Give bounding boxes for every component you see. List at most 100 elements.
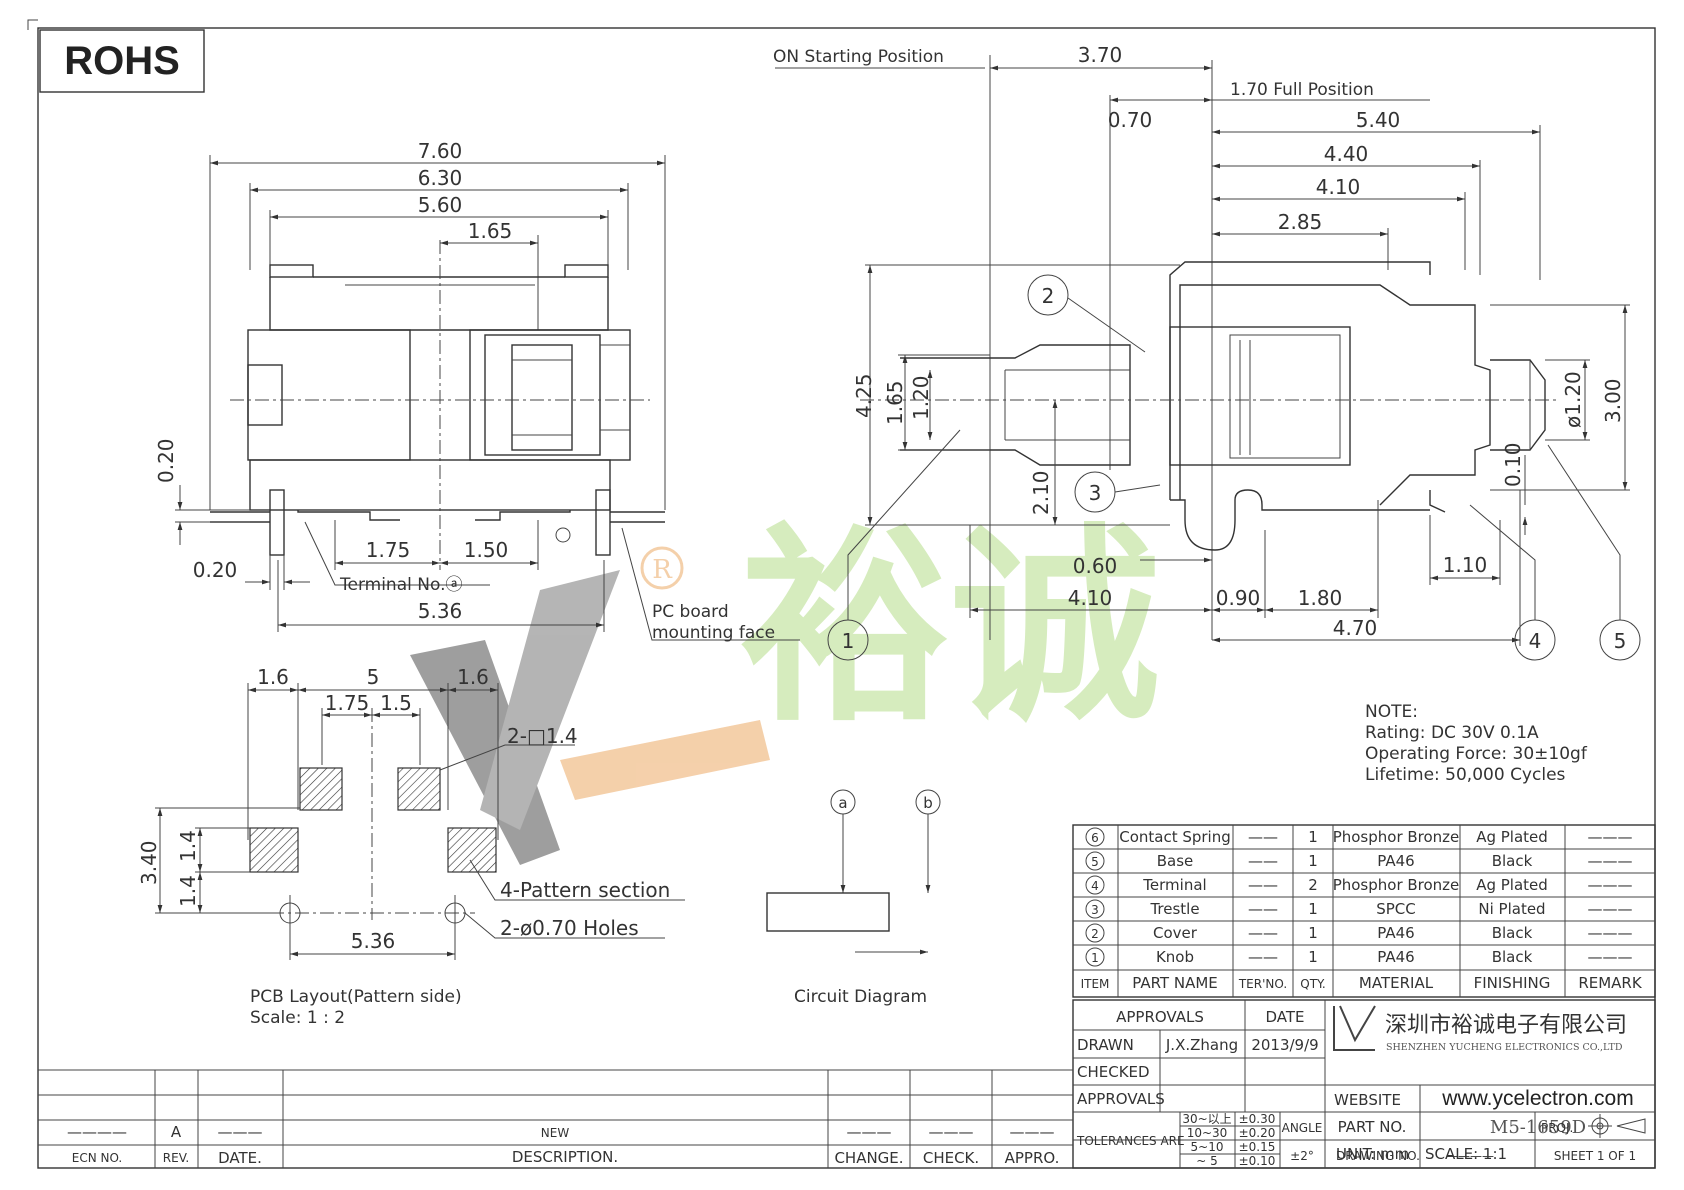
- bom-finishing: Ag Plated: [1476, 876, 1548, 894]
- tb-approvals: APPROVALS: [1116, 1008, 1204, 1026]
- bom-ter: ——: [1248, 900, 1278, 918]
- pc-board-label: PC board: [652, 602, 729, 622]
- note-life: Lifetime: 50,000 Cycles: [1365, 765, 1566, 785]
- circuit-terminal-a: a: [838, 794, 847, 812]
- full-position-label: 1.70 Full Position: [1230, 80, 1374, 100]
- dim-020-h: 0.20: [193, 558, 238, 582]
- dim-210: 2.10: [1029, 470, 1053, 515]
- bom-ter: ——: [1248, 852, 1278, 870]
- pcb-dim-536: 5.36: [351, 929, 396, 953]
- tb-approvals-2: APPROVALS: [1077, 1090, 1165, 1108]
- dim-536: 5.36: [418, 599, 463, 623]
- revision-block-grid: [38, 1069, 1073, 1168]
- tol-range-2: 10~30: [1187, 1126, 1228, 1140]
- bom-qty: 1: [1308, 900, 1318, 918]
- bom-material: PA46: [1377, 924, 1414, 942]
- dim-440: 4.40: [1324, 142, 1369, 166]
- circuit-diagram: [766, 789, 941, 955]
- note-head: NOTE:: [1365, 702, 1418, 722]
- bom-head-material: MATERIAL: [1359, 974, 1434, 992]
- bom-name: Knob: [1156, 948, 1194, 966]
- tb-tolerances: TOLERANCES ARE: [1076, 1134, 1185, 1148]
- bom-item: 4: [1091, 879, 1099, 893]
- dim-285: 2.85: [1278, 210, 1323, 234]
- bom-rows: 6 Contact Spring —— 1 Phosphor Bronze Ag…: [1081, 827, 1643, 992]
- note-force: Operating Force: 30±10gf: [1365, 744, 1588, 764]
- bom-material: Phosphor Bronze: [1333, 828, 1460, 846]
- dim-560: 5.60: [418, 193, 463, 217]
- tb-website-label: WEBSITE: [1334, 1091, 1401, 1109]
- bom-row-4: 4 Terminal —— 2 Phosphor Bronze Ag Plate…: [1085, 875, 1633, 895]
- tb-unit: UNIT: mm: [1336, 1145, 1409, 1163]
- mounting-face-label: mounting face: [652, 623, 775, 643]
- bom-material: SPCC: [1376, 900, 1416, 918]
- bom-header: ITEM PART NAME TER'NO. QTY. MATERIAL FIN…: [1081, 974, 1643, 992]
- tb-scale: SCALE: 1:1: [1425, 1145, 1507, 1163]
- bom-item: 3: [1091, 903, 1099, 917]
- pcb-layout: [155, 683, 685, 960]
- bom-remark: ———: [1588, 876, 1633, 894]
- rohs-badge: [39, 29, 205, 93]
- bom-remark: ———: [1588, 948, 1633, 966]
- tol-value-4: ±0.10: [1239, 1154, 1276, 1168]
- bom-finishing: Black: [1492, 948, 1533, 966]
- bom-remark: ———: [1588, 852, 1633, 870]
- bom-qty: 1: [1308, 924, 1318, 942]
- rev-change-value: ———: [847, 1123, 892, 1141]
- dim-165-side: 1.65: [883, 380, 907, 425]
- rev-appro-value: ———: [1010, 1123, 1055, 1141]
- dim-110: 1.10: [1443, 553, 1488, 577]
- tb-drawn-by: J.X.Zhang: [1165, 1036, 1238, 1054]
- rev-ecn-value: ————: [67, 1123, 127, 1141]
- tb-drawing-no: DRAWING NO.: [1336, 1149, 1420, 1163]
- pcb-layout-title: PCB Layout(Pattern side): [250, 987, 462, 1007]
- bom-ter: ——: [1248, 948, 1278, 966]
- bom-finishing: Black: [1492, 924, 1533, 942]
- dim-090: 0.90: [1216, 586, 1261, 610]
- bom-head-remark: REMARK: [1578, 974, 1643, 992]
- bom-remark: ———: [1588, 900, 1633, 918]
- tb-website: www.ycelectron.com: [1441, 1087, 1633, 1110]
- rev-rev-value: A: [171, 1123, 182, 1141]
- tol-range-1: 30~以上: [1182, 1112, 1231, 1126]
- bom-head-item: ITEM: [1081, 977, 1110, 991]
- tb-drawn: DRAWN: [1077, 1036, 1134, 1054]
- pcb-dim-14-b: 1.4: [176, 875, 200, 907]
- tb-part-no: M5-1659D: [1490, 1117, 1586, 1138]
- pcb-dim-175: 1.75: [325, 691, 370, 715]
- bom-name: Trestle: [1149, 900, 1199, 918]
- dim-540: 5.40: [1356, 108, 1401, 132]
- bom-head-finishing: FINISHING: [1474, 974, 1551, 992]
- dim-470: 4.70: [1333, 616, 1378, 640]
- title-block-grid: [1072, 999, 1656, 1169]
- balloon-5: 5: [1614, 629, 1627, 653]
- rev-head-change: CHANGE.: [834, 1149, 903, 1167]
- bom-name: Base: [1157, 852, 1194, 870]
- bom-head-qty: QTY.: [1300, 977, 1326, 991]
- bom-qty: 1: [1308, 852, 1318, 870]
- watermark-brand: 裕诚: [740, 505, 1160, 750]
- tb-drawing-value: ————: [1446, 1149, 1494, 1163]
- tb-angle: ANGLE: [1282, 1121, 1323, 1135]
- dim-165: 1.65: [468, 219, 513, 243]
- pcb-dim-square: 2-□1.4: [507, 724, 578, 748]
- dim-175: 1.75: [366, 538, 411, 562]
- tol-value-3: ±0.15: [1239, 1140, 1276, 1154]
- rev-head-description: DESCRIPTION.: [512, 1148, 618, 1166]
- bom-material: PA46: [1377, 948, 1414, 966]
- side-view: [775, 55, 1641, 661]
- rev-head-ecn: ECN NO.: [72, 1151, 123, 1165]
- bom-name: Contact Spring: [1119, 828, 1231, 846]
- bom-remark: ———: [1588, 828, 1633, 846]
- bom-qty: 2: [1308, 876, 1318, 894]
- tb-drawn-date: 2013/9/9: [1251, 1036, 1318, 1054]
- drawing-frame: [37, 27, 1656, 1169]
- bom-item: 2: [1091, 927, 1099, 941]
- tb-date: DATE: [1265, 1008, 1304, 1026]
- balloon-3: 3: [1089, 481, 1102, 505]
- tb-angle-value: ±2°: [1290, 1149, 1314, 1163]
- dim-760: 7.60: [418, 139, 463, 163]
- bom-material: Phosphor Bronze: [1333, 876, 1460, 894]
- pattern-section-label: 4-Pattern section: [500, 878, 670, 902]
